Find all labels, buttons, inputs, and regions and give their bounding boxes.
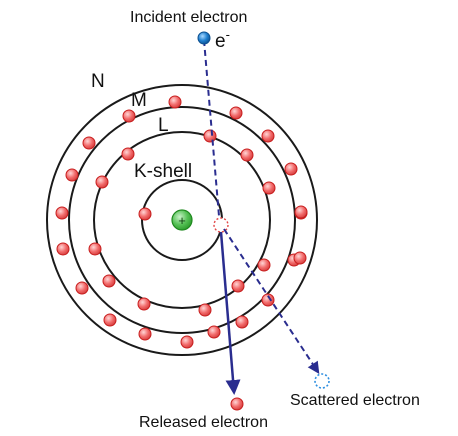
electron-icon [180,335,194,349]
electron-icon [82,136,96,150]
electron-icon [121,147,135,161]
electron-symbol-label: e- [215,27,230,52]
electron-icon [257,258,271,272]
electron-icon [88,242,102,256]
electron-icon [75,281,89,295]
shell-m-label: M [131,90,147,111]
nucleus-sign: + [178,213,186,228]
electron-icon [122,109,136,123]
electron-icon [203,129,217,143]
electron-icon [168,95,182,109]
electron-icon [229,106,243,120]
electron-icon [102,274,116,288]
electron-icon [103,313,117,327]
released-electron-icon [230,397,244,411]
electron-icon [56,242,70,256]
shell-n-label: N [91,71,105,92]
electron-icon [137,297,151,311]
electron-icon [235,315,249,329]
released-label: Released electron [139,414,268,431]
electron-symbol: e [215,31,226,52]
electron-icon [240,148,254,162]
electron-icon [198,303,212,317]
electron-icon [293,251,307,265]
shell-k-label: K-shell [134,161,192,182]
orbit-n [46,84,318,356]
incident-label: Incident electron [130,9,247,26]
orbit-l [93,131,271,309]
electron-icon [138,327,152,341]
vacancy-icon [213,217,229,233]
shell-electrons [55,95,308,349]
nucleus-icon: + [171,209,193,231]
orbit-m [68,106,296,334]
electron-icon [95,175,109,189]
incident-path [203,39,220,217]
scattered-label: Scattered electron [290,392,420,409]
scattered-path [223,228,320,375]
electron-charge: - [226,27,230,42]
electron-icon [284,162,298,176]
electron-icon [294,205,308,219]
electron-icon [65,168,79,182]
shell-l-label: L [158,115,169,136]
scattered-electron-icon [314,373,330,389]
incident-electron-icon [197,31,211,45]
electron-icon [138,207,152,221]
electron-icon [207,325,221,339]
electron-icon [231,279,245,293]
released-path [219,231,241,395]
electron-icon [261,129,275,143]
electron-icon [261,293,275,307]
electron-icon [262,181,276,195]
electron-icon [55,206,69,220]
